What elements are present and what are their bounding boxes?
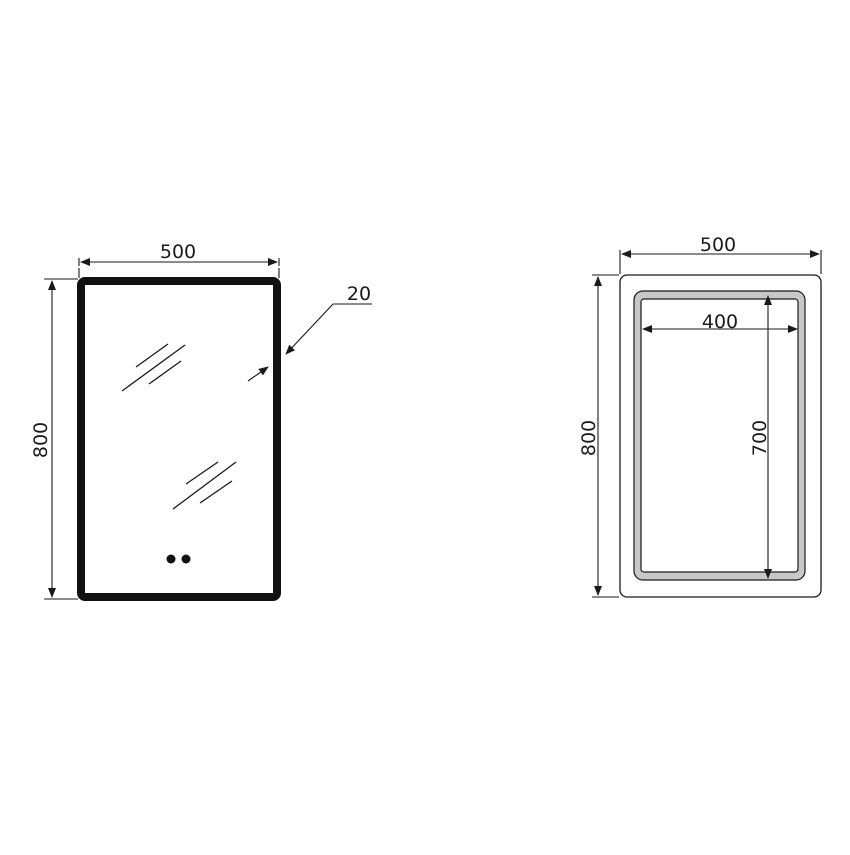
front-height-label: 800 (30, 422, 52, 458)
back-view: 500 800 400 700 (578, 234, 822, 598)
touch-button-left (166, 554, 176, 564)
front-mirror-frame (77, 277, 281, 601)
back-inner-width-label: 400 (702, 311, 738, 333)
back-width-dimension (619, 250, 822, 274)
frame-thickness-label: 20 (347, 283, 371, 305)
frame-thickness-callout (247, 303, 372, 382)
back-inner-height-label: 700 (749, 420, 771, 456)
front-width-dimension (78, 258, 280, 278)
led-strip-inner (640, 298, 799, 573)
glass-reflection-upper (121, 343, 186, 392)
back-outer-panel (619, 274, 822, 598)
touch-button-right (181, 554, 191, 564)
back-width-label: 500 (700, 234, 736, 256)
front-width-label: 500 (160, 241, 196, 263)
glass-reflection-lower (172, 461, 237, 510)
front-view: 500 800 20 (30, 241, 372, 601)
back-height-label: 800 (578, 420, 600, 456)
front-height-dimension (44, 278, 78, 600)
back-height-dimension (592, 274, 619, 598)
